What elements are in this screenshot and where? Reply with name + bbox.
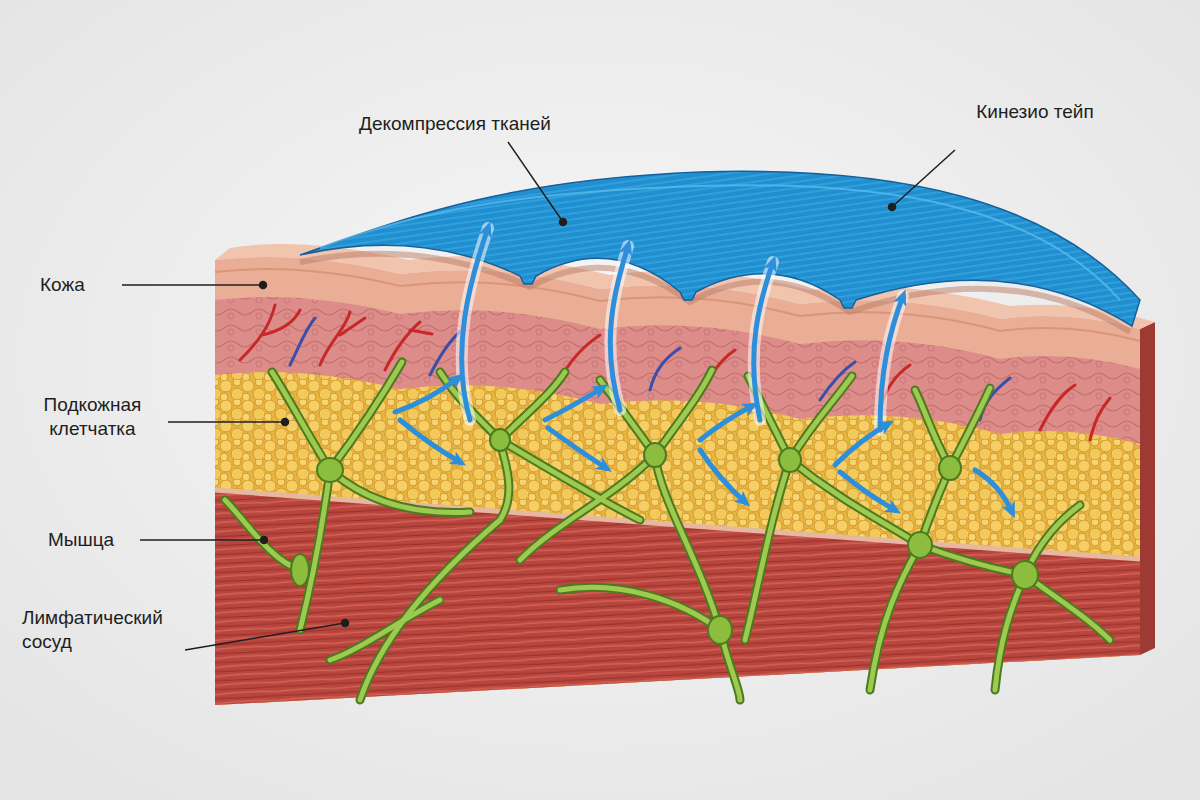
- part-label: Лимфатический сосуд: [22, 606, 182, 654]
- part-label: Кинезио тейп: [955, 100, 1115, 124]
- part-label: Кожа: [40, 273, 120, 297]
- part-label: Декомпрессия тканей: [335, 112, 575, 136]
- part-label: Мышца: [48, 528, 138, 552]
- part-label: Подкожная клетчатка: [20, 393, 165, 441]
